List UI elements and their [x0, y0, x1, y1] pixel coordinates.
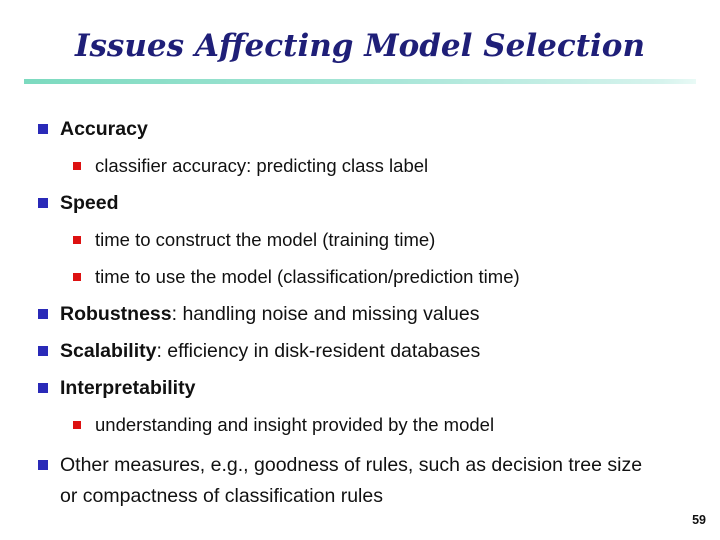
bullet-text: time to use the model (classification/pr…	[95, 266, 520, 287]
bullet-item: Accuracy	[0, 117, 720, 141]
blue-square-bullet-icon	[38, 198, 48, 208]
bullet-item: Speed	[0, 191, 720, 215]
title-divider-rule	[24, 79, 696, 84]
blue-square-bullet-icon	[38, 309, 48, 319]
blue-square-bullet-icon	[38, 383, 48, 393]
bullet-item: Scalability: efficiency in disk-resident…	[0, 339, 720, 363]
blue-square-bullet-icon	[38, 346, 48, 356]
bullet-item: Interpretability	[0, 376, 720, 400]
red-square-bullet-icon	[73, 162, 81, 170]
blue-square-bullet-icon	[38, 460, 48, 470]
bullet-item: Robustness: handling noise and missing v…	[0, 302, 720, 326]
bullet-text: Speed	[60, 192, 119, 214]
slide-title: Issues Affecting Model Selection	[74, 28, 646, 64]
bullet-text: time to construct the model (training ti…	[95, 229, 436, 250]
bullet-item: understanding and insight provided by th…	[0, 413, 720, 437]
bullet-item: time to use the model (classification/pr…	[0, 265, 720, 289]
blue-square-bullet-icon	[38, 124, 48, 134]
bullet-text: Accuracy	[60, 118, 148, 140]
red-square-bullet-icon	[73, 421, 81, 429]
bullet-text: Other measures, e.g., goodness of rules,…	[60, 454, 643, 507]
bullet-item: time to construct the model (training ti…	[0, 228, 720, 252]
bullet-text: Interpretability	[60, 377, 196, 399]
bullet-text: Robustness: handling noise and missing v…	[60, 303, 480, 325]
red-square-bullet-icon	[73, 236, 81, 244]
page-number: 59	[692, 513, 706, 527]
bullet-text: understanding and insight provided by th…	[95, 414, 495, 435]
bullet-text: classifier accuracy: predicting class la…	[95, 155, 429, 176]
bullet-item: Other measures, e.g., goodness of rules,…	[0, 450, 720, 512]
red-square-bullet-icon	[73, 273, 81, 281]
bullet-list: Accuracy classifier accuracy: predicting …	[0, 117, 720, 525]
bullet-item: classifier accuracy: predicting class la…	[0, 154, 720, 178]
bullet-text: Scalability: efficiency in disk-resident…	[60, 340, 481, 362]
